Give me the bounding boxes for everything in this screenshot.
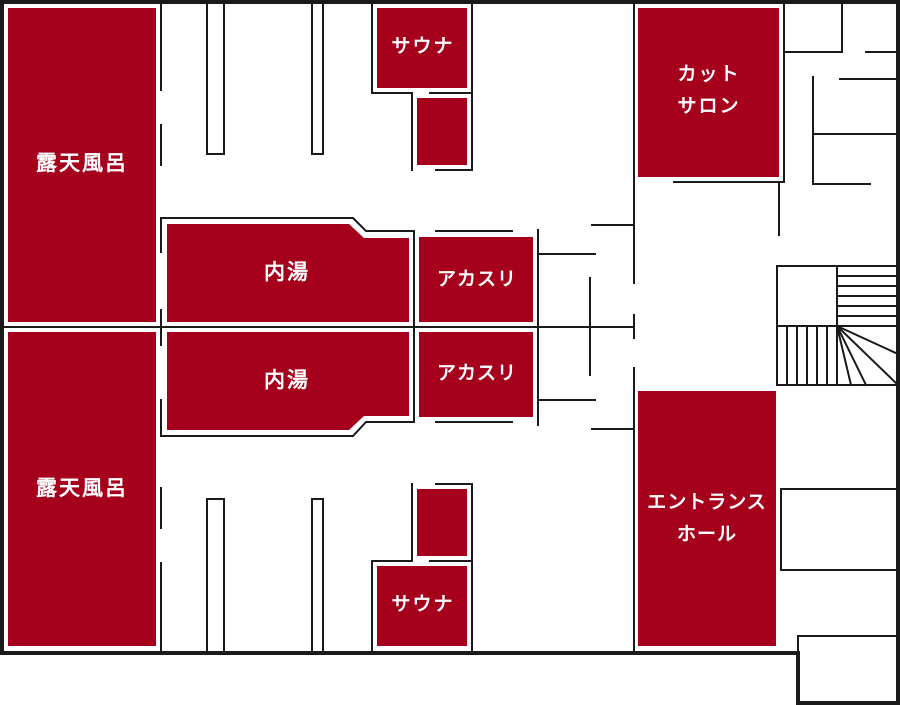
sauna-top-room[interactable] bbox=[377, 8, 467, 88]
scrub-bottom-room[interactable] bbox=[419, 332, 533, 417]
sauna-bottom-room[interactable] bbox=[377, 566, 467, 646]
sauna-bottom-annex[interactable] bbox=[417, 489, 467, 556]
interior-walls bbox=[1, 1, 899, 654]
sauna-top-annex[interactable] bbox=[417, 98, 467, 165]
salon-room[interactable] bbox=[638, 8, 779, 177]
staircase bbox=[776, 265, 900, 387]
indoor-bath-top-room[interactable] bbox=[167, 224, 409, 322]
scrub-top-room[interactable] bbox=[419, 237, 533, 322]
bottom-right-annex bbox=[797, 635, 899, 704]
outdoor-bath-top-room[interactable] bbox=[8, 8, 156, 322]
indoor-bath-bottom-room[interactable] bbox=[167, 332, 409, 430]
entrance-hall-room[interactable] bbox=[638, 391, 776, 646]
outdoor-bath-bottom-room[interactable] bbox=[8, 332, 156, 646]
